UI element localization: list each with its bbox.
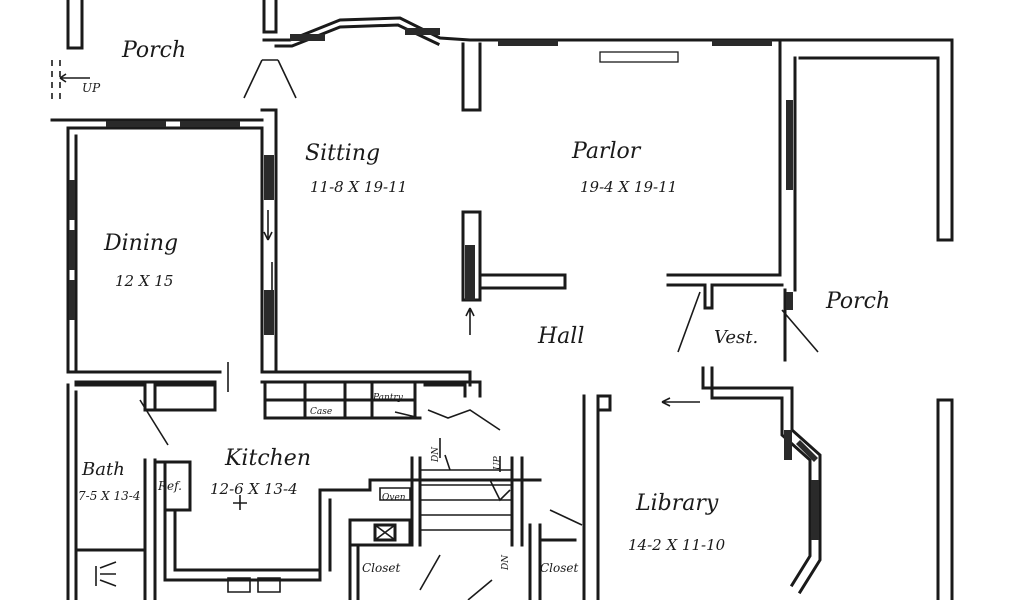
library-label: Library xyxy=(635,491,719,516)
hall-label: Hall xyxy=(537,324,584,349)
porch-e-label: Porch xyxy=(825,289,890,314)
room-labels: Porch Sitting 11-8 X 19-11 Parlor 19-4 X… xyxy=(78,38,890,554)
sitting-label: Sitting xyxy=(305,141,380,166)
bath-label: Bath xyxy=(81,459,125,480)
windows xyxy=(69,28,819,540)
parlor-label: Parlor xyxy=(571,139,642,164)
closet-left-label: Closet xyxy=(362,561,401,575)
vest-label: Vest. xyxy=(714,327,758,348)
doors xyxy=(59,59,819,600)
closet-right-label: Closet xyxy=(540,561,579,575)
kitchen-size: 12-6 X 13-4 xyxy=(210,480,298,498)
walls xyxy=(50,0,954,600)
up-porch-label: UP xyxy=(82,81,101,95)
oven-label: Oven xyxy=(382,493,406,503)
parlor-size: 19-4 X 19-11 xyxy=(580,178,677,196)
dn-arrow-label: DN xyxy=(501,554,511,571)
case-label: Case xyxy=(310,407,332,417)
porch-nw-label: Porch xyxy=(121,38,186,63)
dining-label: Dining xyxy=(103,231,178,256)
dn-stair-label: DN xyxy=(431,446,441,463)
sitting-size: 11-8 X 19-11 xyxy=(310,178,407,196)
dining-size: 12 X 15 xyxy=(115,272,173,290)
up-stair-label: UP xyxy=(493,455,503,470)
kitchen-label: Kitchen xyxy=(224,446,311,471)
library-size: 14-2 X 11-10 xyxy=(628,536,726,554)
ref-label: Ref. xyxy=(157,479,182,493)
annotations: Ref. Pantry Case Closet Closet UP Oven D… xyxy=(82,81,579,575)
pantry-label: Pantry xyxy=(372,393,404,403)
bath-size: 7-5 X 13-4 xyxy=(78,489,140,503)
